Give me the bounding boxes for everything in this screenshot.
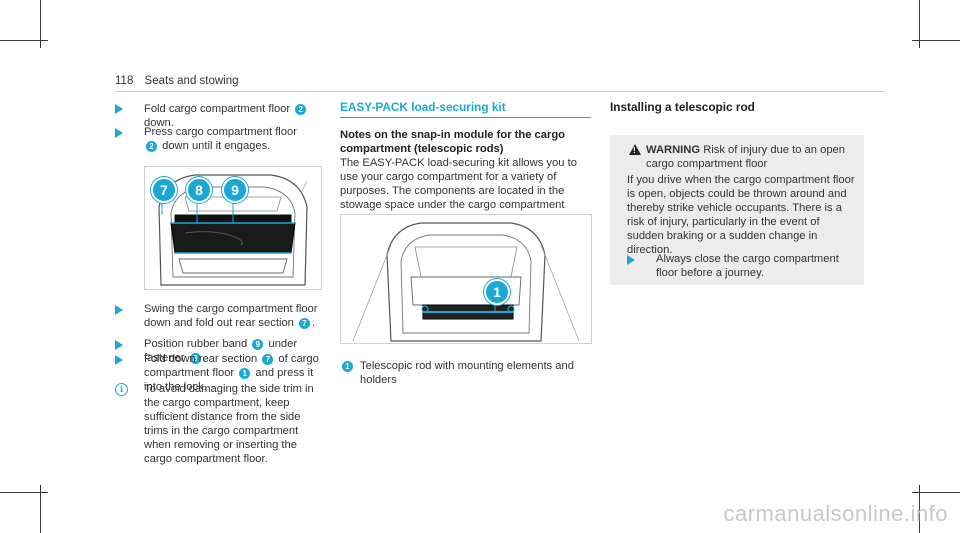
telescopic-rod-drawing [341, 215, 591, 343]
callout-badge-large: 9 [222, 177, 248, 203]
step-position-band: Position rubber band 9 under fastener 8. [144, 338, 298, 364]
legend-badge: 1 [342, 361, 353, 372]
crop-mark [912, 40, 960, 41]
step-text-end: down. [144, 117, 174, 129]
info-note: To avoid damaging the side trim in the c… [144, 383, 314, 465]
callout-badge: 1 [239, 367, 251, 379]
step-arrow-icon [627, 255, 635, 265]
step-arrow-icon [115, 104, 123, 114]
warning-body: If you drive when the cargo compartment … [627, 174, 855, 256]
page-number: 118 [115, 75, 134, 87]
callout-badge: 8 [189, 352, 201, 364]
step-fold-rear-section: Fold down rear section 7 of cargo compar… [144, 352, 324, 394]
callout-badge-large: 8 [186, 177, 212, 203]
crop-mark [0, 492, 48, 493]
callout-badge-large: 7 [151, 177, 177, 203]
warning-header: WARNING Risk of injury due to an open ca… [646, 143, 858, 171]
step-arrow-icon [115, 305, 123, 315]
info-icon: i [115, 383, 128, 396]
step-text: Swing the cargo compartment floor down a… [144, 303, 318, 329]
callout-badge: 7 [299, 317, 310, 329]
callout-badge: 2 [295, 103, 307, 115]
crop-mark [0, 40, 48, 41]
page-section-title: Seats and stowing [144, 75, 239, 87]
warning-subtitle: Risk of injury due to an open cargo comp… [646, 144, 845, 170]
step-text: Press cargo compartment floor [144, 126, 297, 138]
section-title: EASY-PACK load-securing kit [340, 100, 506, 114]
warning-icon: ! [629, 144, 641, 155]
step-arrow-icon [115, 340, 123, 350]
telescopic-rod-illustration: 1 [340, 214, 592, 344]
notes-subheading: Notes on the snap-in module for the carg… [340, 129, 566, 155]
step-text-mid: of cargo compartment floor [144, 353, 319, 379]
callout-badge: 7 [262, 353, 274, 365]
step-fold-floor: Fold cargo compartment floor 2 down. [144, 102, 309, 130]
cargo-floor-illustration: 7 8 9 [144, 166, 322, 290]
step-text: Position rubber band [144, 338, 248, 350]
watermark-text: carmanualsonline.info [723, 501, 948, 526]
step-arrow-icon [115, 128, 123, 138]
callout-badge: 9 [252, 338, 264, 350]
step-text-end: and press it into the lock. [144, 367, 314, 393]
step-text-mid: under fastener [144, 338, 298, 364]
header-divider [115, 91, 884, 92]
crop-mark [919, 485, 920, 533]
crop-mark [40, 485, 41, 533]
crop-mark [912, 492, 960, 493]
step-press-floor: Press cargo compartment floor 2 down unt… [144, 125, 309, 153]
step-text-end: down until it engages. [162, 140, 271, 152]
crop-mark [40, 0, 41, 48]
callout-badge: 2 [146, 140, 157, 152]
section-divider [340, 117, 591, 118]
warning-step: Always close the cargo compartment floor… [656, 253, 839, 279]
warning-label: WARNING [646, 144, 701, 156]
step-swing-floor: Swing the cargo compartment floor down a… [144, 303, 318, 329]
step-text: Fold down rear section [144, 353, 258, 365]
callout-badge-large: 1 [484, 279, 510, 305]
figure-legend: Telescopic rod with mounting elements an… [360, 360, 574, 386]
warning-box: ! WARNING Risk of injury due to an open … [610, 135, 864, 285]
step-arrow-icon [115, 355, 123, 365]
page-header: 118 Seats and stowing [115, 75, 239, 87]
crop-mark [919, 0, 920, 48]
step-text: Fold cargo compartment floor [144, 103, 291, 115]
installing-title: Installing a telescopic rod [610, 100, 755, 114]
